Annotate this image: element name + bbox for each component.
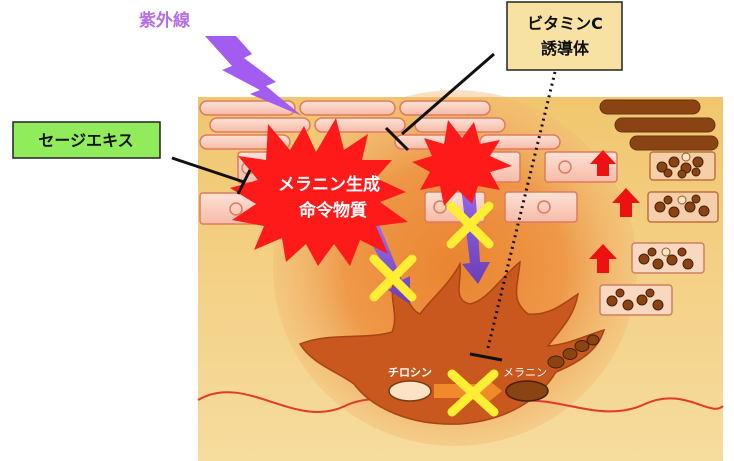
vitc-box (507, 2, 622, 70)
tyrosine-label: チロシン (388, 366, 432, 379)
signal-label-line2: 命令物質 (298, 200, 367, 221)
uv-label: 紫外線 (139, 10, 190, 31)
sage-label: セージエキス (38, 131, 133, 150)
signal-label-line1: メラニン生成 (278, 174, 380, 195)
vitc-label-line2: 誘導体 (541, 39, 590, 58)
melanin-oval (506, 381, 548, 401)
tyrosine-oval (389, 381, 431, 401)
vitc-label-line1: ビタミンC (527, 14, 603, 33)
melanin-label: メラニン (503, 366, 547, 379)
